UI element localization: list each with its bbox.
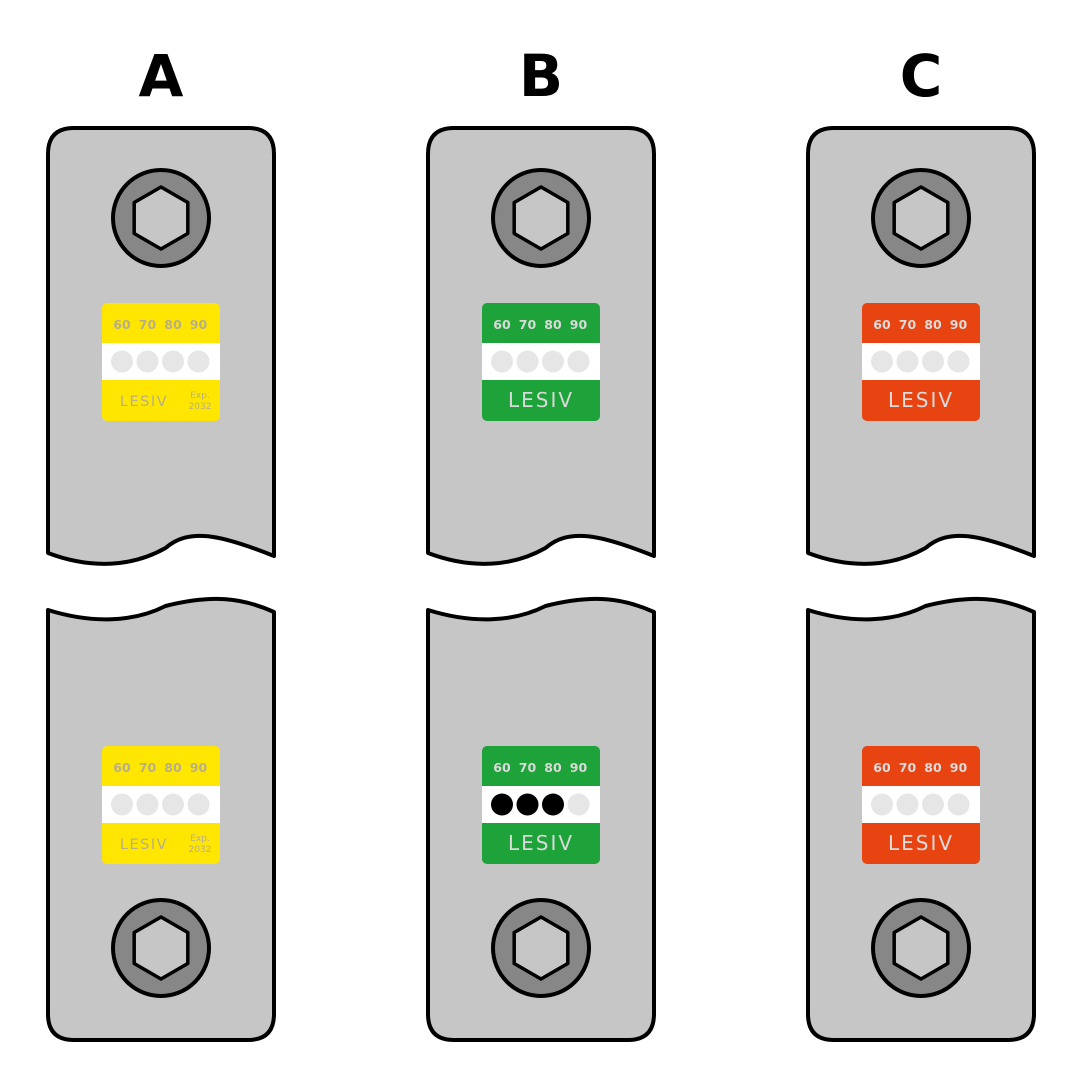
indicator-dot [491,350,513,373]
indicator-dot-filled [516,793,539,816]
indicator-dot [187,350,210,373]
temperature-value: 70 [519,760,537,775]
hex-bolt-icon [132,915,190,981]
hex-bolt-icon [892,915,950,981]
brand-logo: LESIV [508,831,574,855]
temperature-value: 90 [570,760,588,775]
indicator-dot [947,793,970,816]
temperature-value: 80 [924,760,942,775]
temperature-value: 70 [139,317,157,332]
temperature-value: 80 [924,317,942,332]
temperature-value: 70 [139,760,157,775]
column-letter: A [139,42,184,110]
temperature-value: 60 [873,317,891,332]
indicator-dot [871,350,893,373]
indicator-dot [567,350,590,373]
temperature-value: 90 [950,760,968,775]
temperature-value: 60 [113,760,131,775]
indicator-dot-filled [542,793,564,816]
temperature-value: 60 [113,317,131,332]
temperature-value: 80 [164,317,182,332]
brand-logo: LESIV [888,388,954,412]
temperature-value: 90 [950,317,968,332]
brand-logo: LESIV [120,837,168,853]
indicator-dot [896,350,919,373]
temperature-value: 70 [899,760,917,775]
indicator-dot [162,350,184,373]
expiry-year: 2032 [189,402,212,412]
indicator-dot-filled [491,793,513,816]
temperature-value: 80 [544,760,562,775]
temperature-value: 60 [873,760,891,775]
expiry-label: Exp. [190,834,210,844]
indicator-dot [136,793,159,816]
temperature-value: 80 [164,760,182,775]
temperature-value: 60 [493,317,511,332]
column-letter: C [900,42,943,110]
hex-bolt-icon [512,185,570,251]
indicator-dot [136,350,159,373]
temperature-value: 90 [190,317,208,332]
temperature-value: 90 [570,317,588,332]
indicator-dot [567,793,590,816]
indicator-dot [111,350,133,373]
indicator-dot [922,350,944,373]
indicator-dot [516,350,539,373]
indicator-dot [871,793,893,816]
expiry-label: Exp. [190,391,210,401]
brand-logo: LESIV [508,388,574,412]
brand-logo: LESIV [888,831,954,855]
temperature-value: 90 [190,760,208,775]
temperature-value: 70 [899,317,917,332]
hex-bolt-icon [892,185,950,251]
indicator-dot [896,793,919,816]
indicator-dot [187,793,210,816]
temperature-value: 60 [493,760,511,775]
hex-bolt-icon [132,185,190,251]
indicator-dot [922,793,944,816]
temperature-value: 70 [519,317,537,332]
hex-bolt-icon [512,915,570,981]
expiry-year: 2032 [189,845,212,855]
indicator-dot [542,350,564,373]
indicator-dot [111,793,133,816]
brand-logo: LESIV [120,394,168,410]
temperature-value: 80 [544,317,562,332]
column-letter: B [519,42,563,110]
indicator-dot [162,793,184,816]
indicator-dot [947,350,970,373]
